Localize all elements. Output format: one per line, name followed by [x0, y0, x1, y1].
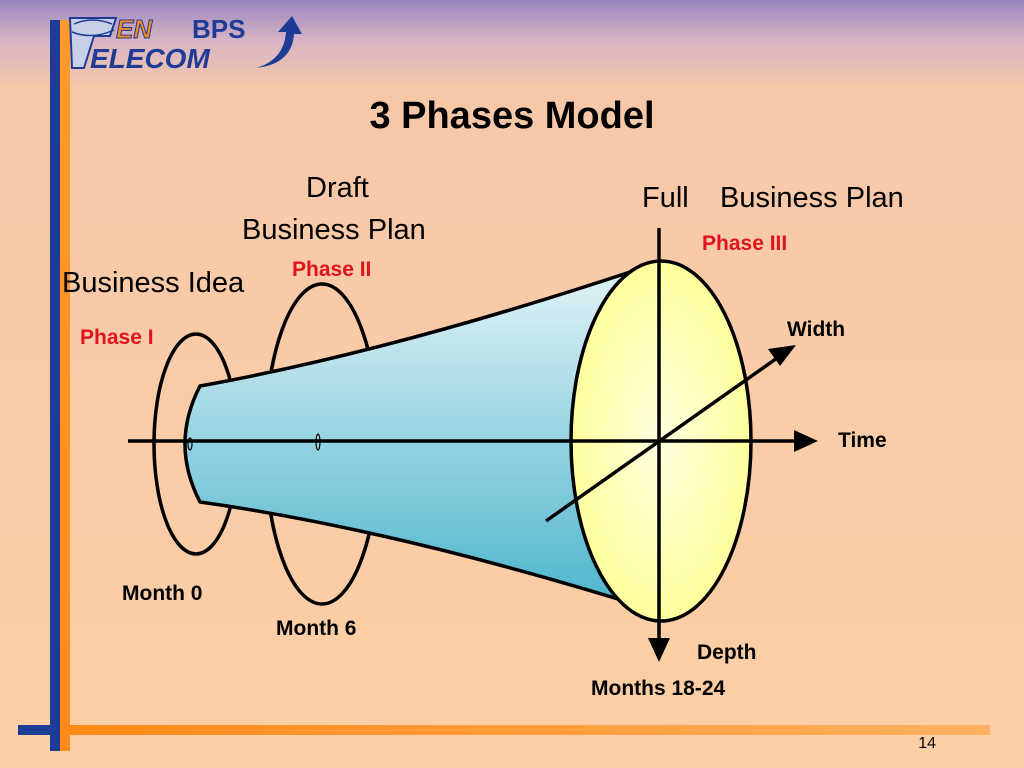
growth-cone — [183, 260, 662, 614]
stage-draft-label: Draft — [306, 172, 369, 204]
frame-bar-blue-horizontal — [18, 725, 68, 735]
stage-full-label: Full — [642, 182, 689, 214]
stage-full-business-plan-label: Business Plan — [720, 182, 904, 214]
logo-arrow-icon — [256, 16, 302, 68]
width-axis-arrowhead — [768, 345, 796, 366]
logo-text-en: EN — [116, 14, 153, 44]
logo-text-elecom: ELECOM — [90, 43, 210, 72]
width-axis — [544, 354, 782, 523]
stage-draft-business-plan-label: Business Plan — [242, 214, 426, 246]
frame-bar-orange-horizontal — [60, 725, 990, 735]
phase-2-label: Phase II — [292, 258, 372, 281]
time-axis-arrowhead — [794, 430, 818, 452]
width-axis-label: Width — [787, 318, 846, 341]
stage-business-idea-label: Business Idea — [62, 267, 245, 299]
month-0-label: Month 0 — [122, 582, 203, 605]
phase-1-label: Phase I — [80, 326, 154, 349]
company-logo: EN BPS ELECOM — [68, 14, 302, 72]
phase-3-label: Phase III — [702, 232, 788, 255]
logo-text-bps: BPS — [192, 14, 245, 44]
months-18-24-label: Months 18-24 — [591, 677, 726, 700]
month-0-marker — [187, 437, 193, 451]
page-number: 14 — [918, 735, 936, 752]
time-axis-label: Time — [838, 429, 887, 452]
depth-axis-label: Depth — [697, 641, 757, 664]
frame-bar-orange-vertical — [60, 20, 70, 751]
month-6-label: Month 6 — [276, 617, 357, 640]
slide-title: 3 Phases Model — [369, 95, 655, 137]
frame-bar-blue-vertical — [50, 20, 60, 751]
depth-axis-arrowhead — [648, 638, 670, 662]
